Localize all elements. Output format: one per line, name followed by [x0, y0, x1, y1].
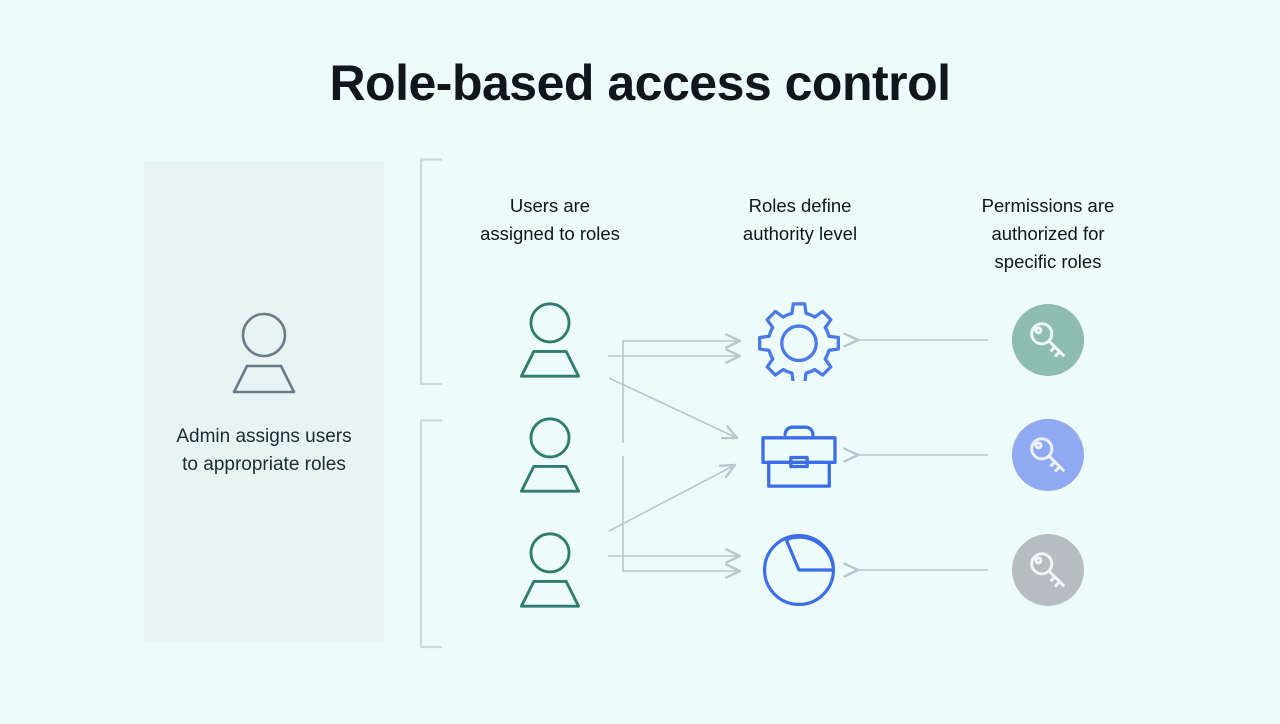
- column-heading-users: Users are assigned to roles: [440, 192, 660, 248]
- permission-cell-3[interactable]: [996, 518, 1100, 622]
- gear-icon: [758, 302, 840, 381]
- permission-badge-2: [1012, 419, 1084, 491]
- wire-user-to-role-4: [608, 463, 737, 532]
- wire-user-to-role-5: [622, 456, 742, 579]
- role-icon-cell-3[interactable]: [747, 518, 851, 622]
- column-heading-roles: Roles define authority level: [690, 192, 910, 248]
- users-heading-line-2: assigned to roles: [480, 222, 620, 244]
- bracket-bottom: [419, 419, 442, 649]
- admin-caption-line-1: Admin assigns users: [176, 426, 352, 447]
- pie-chart-icon: [763, 534, 835, 606]
- admin-caption-line-2: to appropriate roles: [182, 454, 346, 476]
- permission-cell-1[interactable]: [996, 288, 1100, 392]
- permissions-heading-line-1: Permissions are: [981, 195, 1115, 216]
- user-icon-cell-3[interactable]: [498, 518, 602, 622]
- user-icon-cell-1[interactable]: [498, 288, 602, 392]
- admin-panel: Admin assigns users to appropriate roles: [144, 161, 384, 643]
- wire-user-to-role-3: [608, 377, 739, 440]
- person-icon: [520, 417, 580, 493]
- person-icon: [520, 302, 580, 378]
- permissions-heading-line-2: authorized for: [991, 222, 1105, 244]
- key-icon: [1030, 552, 1065, 588]
- person-icon: [520, 532, 580, 608]
- bracket-top: [419, 158, 442, 386]
- permissions-heading-line-3: specific roles: [994, 250, 1102, 272]
- page-title: Role-based access control: [329, 55, 951, 111]
- key-icon: [1030, 437, 1065, 473]
- roles-heading-line-1: Roles define: [748, 195, 852, 216]
- role-icon-cell-1[interactable]: [747, 288, 851, 392]
- key-icon: [1030, 322, 1065, 358]
- admin-panel-caption: Admin assigns users to appropriate roles: [154, 423, 374, 479]
- column-heading-permissions: Permissions are authorized for specific …: [938, 192, 1158, 275]
- users-heading-line-1: Users are: [509, 195, 591, 216]
- user-icon-cell-2[interactable]: [498, 403, 602, 507]
- permission-badge-1: [1012, 304, 1084, 376]
- wire-user-to-role-1: [622, 333, 742, 443]
- briefcase-icon: [761, 425, 837, 488]
- person-icon: [222, 309, 306, 400]
- permission-cell-2[interactable]: [996, 403, 1100, 507]
- roles-heading-line-2: authority level: [742, 222, 858, 244]
- permission-badge-3: [1012, 534, 1084, 606]
- role-icon-cell-2[interactable]: [747, 403, 851, 507]
